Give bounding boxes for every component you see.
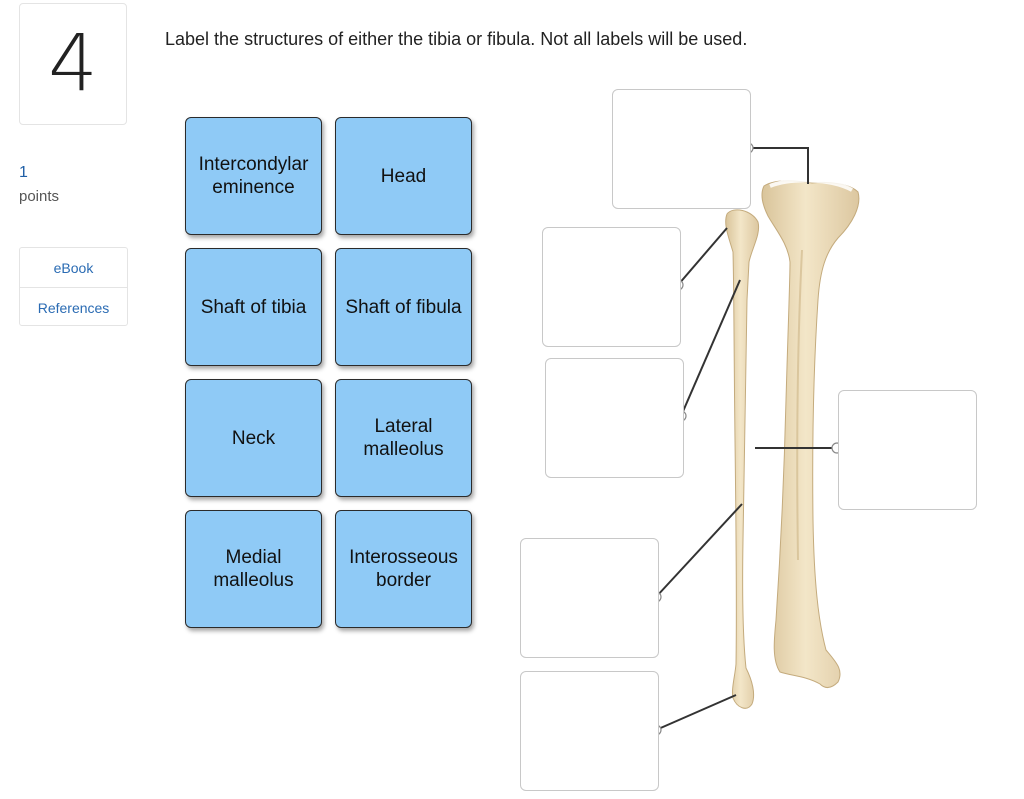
label-tile-medial-malleolus[interactable]: Medial malleolus xyxy=(185,510,322,628)
label-tile-lateral-malleolus[interactable]: Lateral malleolus xyxy=(335,379,472,497)
drop-zone-6[interactable] xyxy=(520,671,659,791)
tibia-bone xyxy=(761,180,860,689)
fibula-bone xyxy=(725,209,760,709)
label-tile-shaft-of-tibia[interactable]: Shaft of tibia xyxy=(185,248,322,366)
question-instructions: Label the structures of either the tibia… xyxy=(165,29,748,49)
points-value: 1 xyxy=(19,164,28,181)
label-tile-head[interactable]: Head xyxy=(335,117,472,235)
ebook-button[interactable]: eBook xyxy=(53,259,94,276)
leader-lines xyxy=(655,147,837,731)
drop-zone-1[interactable] xyxy=(612,89,751,209)
points-label: points xyxy=(19,188,60,205)
drop-zone-2[interactable] xyxy=(542,227,681,347)
side-button-group: eBook References xyxy=(19,247,128,326)
references-button[interactable]: References xyxy=(20,287,127,327)
drop-zone-3[interactable] xyxy=(545,358,684,478)
label-tile-intercondylar-eminence[interactable]: Intercondylar eminence xyxy=(185,117,322,235)
label-tile-interosseous-border[interactable]: Interosseous border xyxy=(335,510,472,628)
tibia-articular-surface xyxy=(769,178,853,192)
question-number: 4 xyxy=(19,3,127,125)
tibia-shaft-shading xyxy=(796,249,803,561)
drop-zone-4[interactable] xyxy=(838,390,977,510)
label-tile-shaft-of-fibula[interactable]: Shaft of fibula xyxy=(335,248,472,366)
label-tile-neck[interactable]: Neck xyxy=(185,379,322,497)
drop-zone-5[interactable] xyxy=(520,538,659,658)
